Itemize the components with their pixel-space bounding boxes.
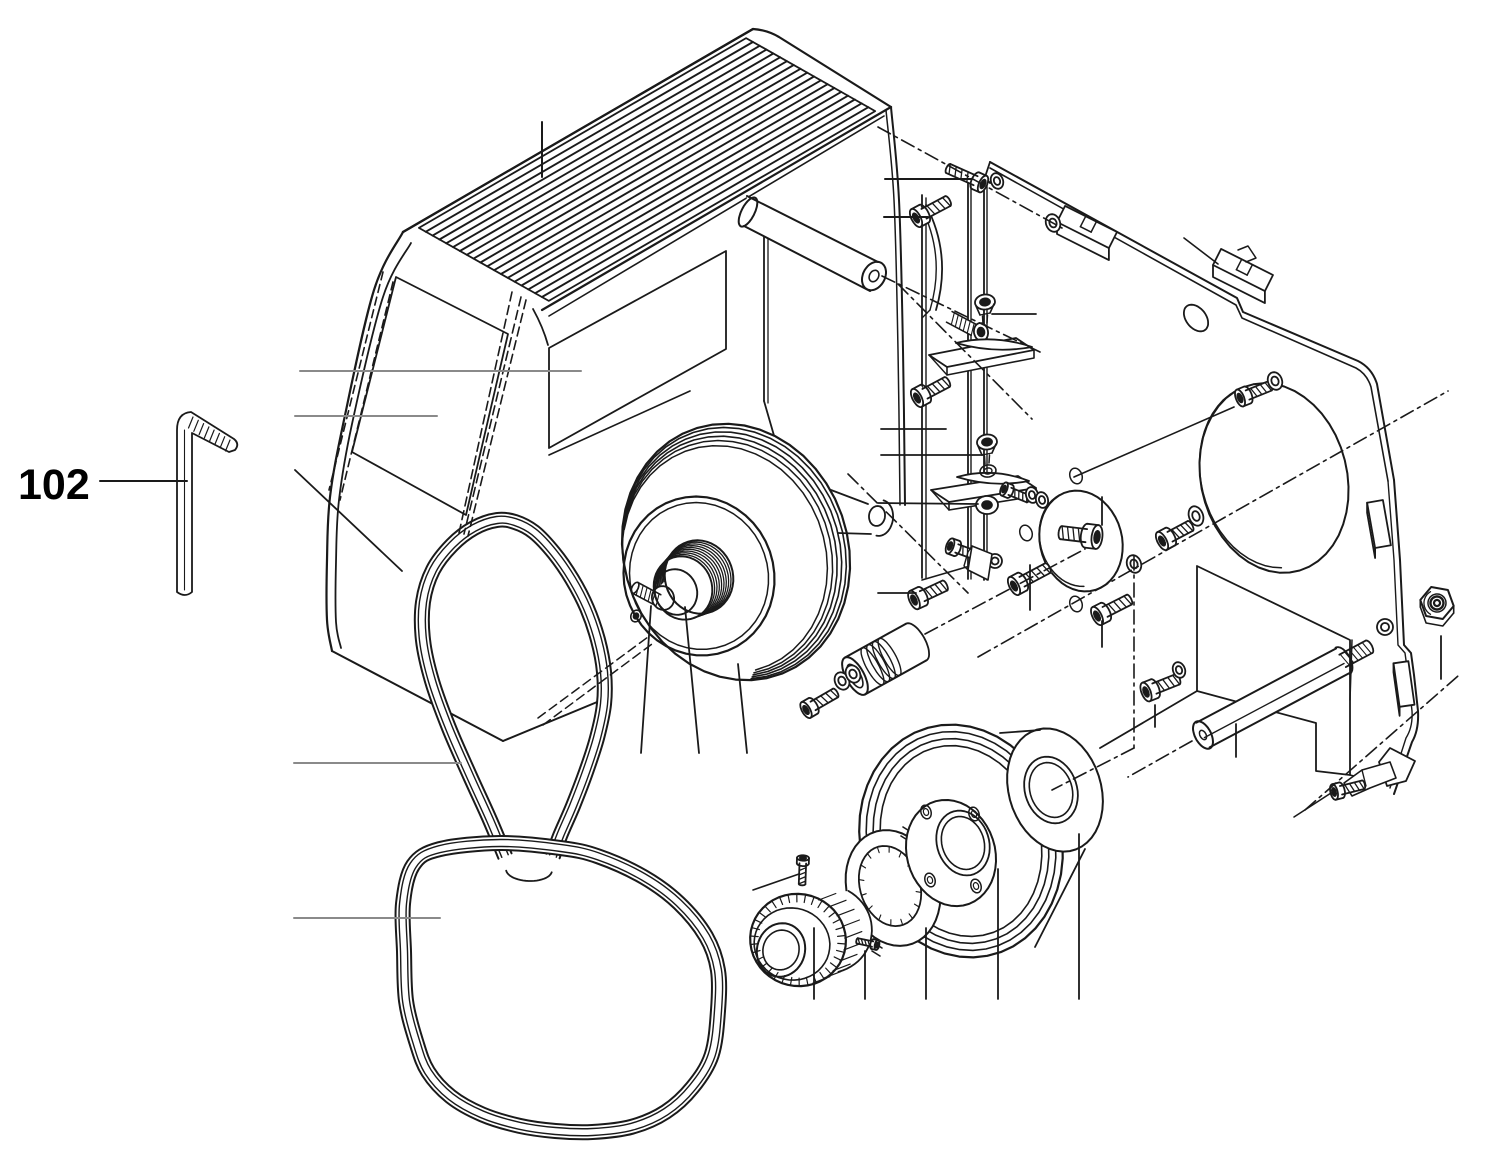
svg-text:102: 102 xyxy=(18,461,90,509)
